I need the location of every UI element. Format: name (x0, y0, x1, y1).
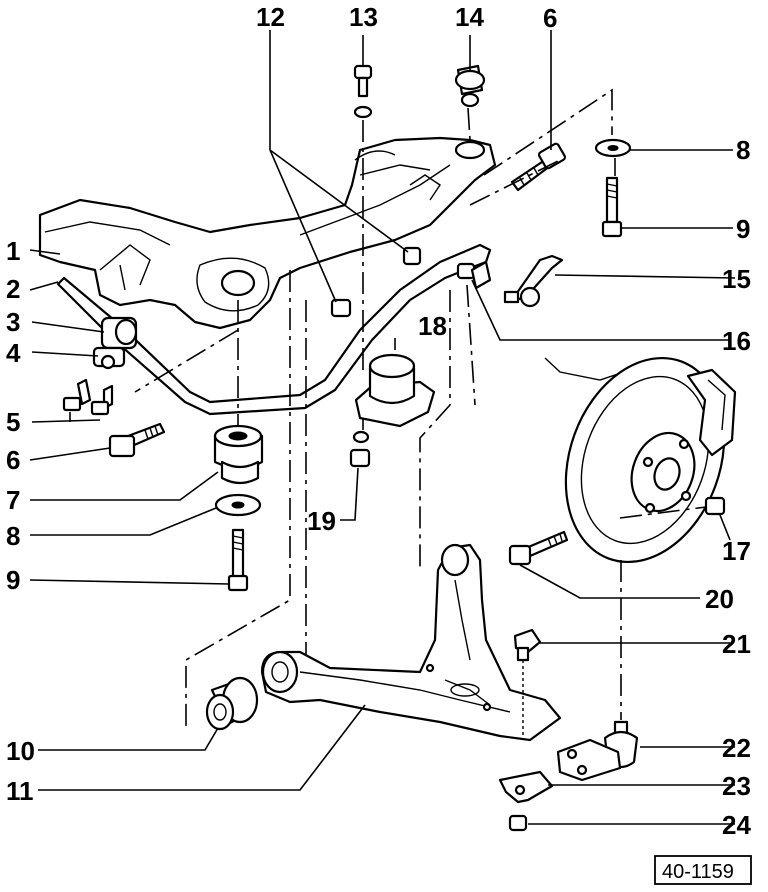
callout-1: 1 (6, 236, 20, 266)
callout-19: 19 (307, 506, 336, 536)
washer-8-left (214, 493, 262, 517)
nut-16 (456, 260, 492, 290)
callout-2: 2 (6, 274, 20, 304)
bolt-9-right (601, 176, 623, 238)
washer-8-right (594, 138, 632, 158)
subframe (38, 136, 497, 330)
nut-24 (508, 814, 528, 832)
callout-22: 22 (722, 733, 751, 763)
stabilizer-clamp (92, 316, 138, 370)
callout-numbers: 1 2 3 4 5 6 6 7 8 8 9 9 10 11 12 13 14 1… (6, 2, 751, 840)
callout-20: 20 (705, 584, 734, 614)
mount-bushing (213, 424, 264, 485)
brake-disc-hub (544, 356, 737, 564)
callout-24: 24 (722, 810, 751, 840)
clamp-bolts (62, 378, 114, 416)
reference-number: 40-1159 (662, 861, 734, 883)
callout-5: 5 (6, 407, 20, 437)
callout-6-right: 6 (543, 3, 557, 33)
callout-18: 18 (418, 311, 447, 341)
nut-19 (349, 430, 371, 468)
callout-7: 7 (6, 485, 20, 515)
callout-13: 13 (349, 2, 378, 32)
callout-6-left: 6 (6, 445, 20, 475)
stabilizer-link (503, 254, 564, 308)
callout-4: 4 (6, 338, 21, 368)
bolt-9-left (227, 528, 249, 592)
nut-17 (704, 496, 726, 516)
bolt-20 (508, 530, 569, 566)
stud-14 (454, 64, 486, 108)
ball-joint (556, 720, 639, 782)
bolt-21 (513, 628, 542, 740)
callout-12: 12 (256, 2, 285, 32)
callout-15: 15 (722, 264, 751, 294)
callout-17: 17 (722, 536, 751, 566)
lower-control-arm (260, 543, 562, 742)
callout-3: 3 (6, 307, 20, 337)
nuts-12 (330, 246, 422, 318)
alignment-lines (134, 88, 707, 730)
callout-9-left: 9 (6, 565, 20, 595)
callout-10: 10 (6, 736, 35, 766)
clamp-plate (498, 770, 554, 804)
bushing-10 (205, 676, 259, 731)
reference-label: 40-1159 (654, 855, 752, 885)
engine-mount (354, 353, 436, 428)
callout-9-right: 9 (736, 214, 750, 244)
bolt-13 (353, 64, 373, 119)
callout-11: 11 (6, 776, 34, 806)
bolt-6-right (510, 142, 567, 192)
callout-23: 23 (722, 771, 751, 801)
callout-8-right: 8 (736, 135, 750, 165)
callout-21: 21 (722, 629, 751, 659)
leader-lines (29, 30, 736, 825)
bolt-6-left (108, 422, 166, 458)
stabilizer-bar (56, 243, 492, 416)
callout-16: 16 (722, 326, 751, 356)
callout-8-left: 8 (6, 521, 20, 551)
callout-14: 14 (455, 2, 484, 32)
